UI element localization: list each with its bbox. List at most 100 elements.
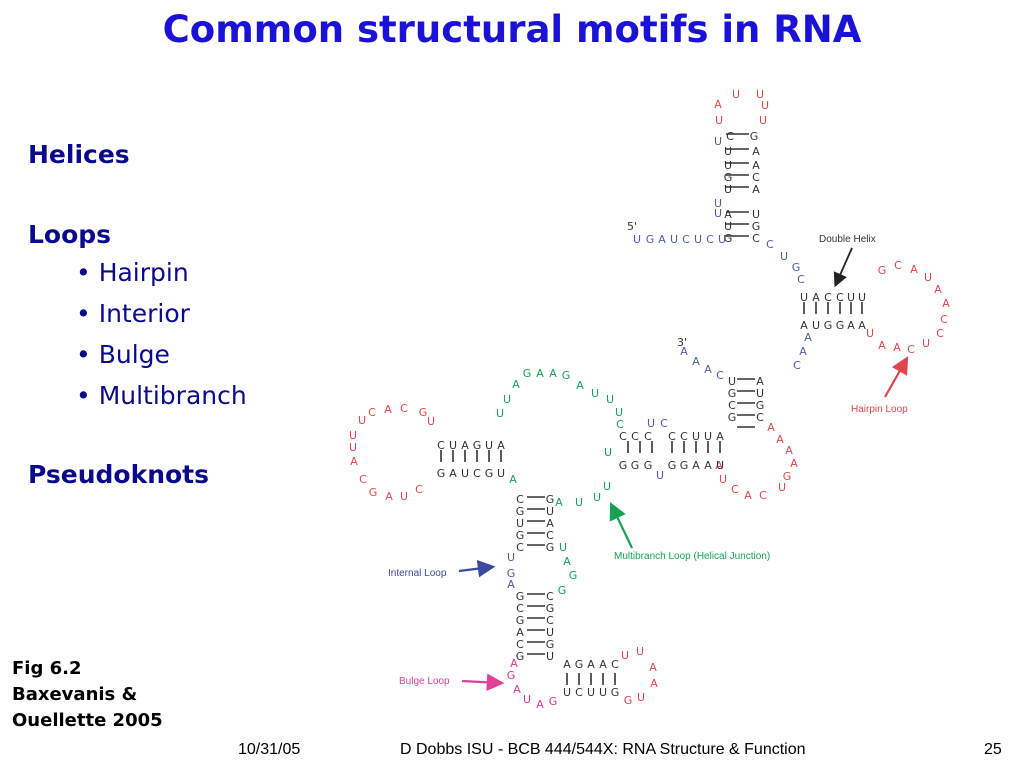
nucleotide: U xyxy=(615,406,623,419)
nucleotide: A xyxy=(650,677,658,690)
nucleotide: A xyxy=(461,439,469,452)
nucleotide: G xyxy=(680,459,689,472)
nucleotide: A xyxy=(714,98,722,111)
nucleotide: U xyxy=(349,441,357,454)
nucleotide: C xyxy=(473,467,481,480)
nucleotide: A xyxy=(510,657,518,670)
nucleotide: G xyxy=(546,638,555,651)
figure-ref-line: Ouellette 2005 xyxy=(12,710,163,731)
nucleotide: A xyxy=(752,145,760,158)
nucleotide: A xyxy=(576,379,584,392)
nucleotide: U xyxy=(587,686,595,699)
nucleotide: A xyxy=(350,455,358,468)
nucleotide: C xyxy=(756,411,764,424)
nucleotide: A xyxy=(509,473,517,486)
nucleotide: U xyxy=(599,686,607,699)
nucleotide: C xyxy=(516,602,524,615)
nucleotide: C xyxy=(644,430,652,443)
nucleotide: G xyxy=(507,669,516,682)
nucleotide: U xyxy=(575,496,583,509)
nucleotide: C xyxy=(728,399,736,412)
nucleotide: G xyxy=(516,614,525,627)
nucleotide: G xyxy=(619,459,628,472)
nucleotide: U xyxy=(714,197,722,210)
nucleotide: C xyxy=(616,418,624,431)
nucleotide: A xyxy=(497,439,505,452)
nucleotide: G xyxy=(724,171,733,184)
nucleotide: A xyxy=(790,457,798,470)
nucleotide: U xyxy=(603,480,611,493)
nucleotide: G xyxy=(644,459,653,472)
nucleotide: U xyxy=(358,414,366,427)
nucleotide: U xyxy=(507,551,515,564)
base-pair-bonds xyxy=(440,133,863,685)
nucleotide: U xyxy=(780,250,788,263)
three-prime-label: 3' xyxy=(677,336,687,349)
nucleotide: A xyxy=(799,345,807,358)
nucleotide: A xyxy=(599,658,607,671)
nucleotide: A xyxy=(804,331,812,344)
nucleotide: U xyxy=(866,327,874,340)
nucleotide: G xyxy=(369,486,378,499)
nucleotide: G xyxy=(546,541,555,554)
nucleotide: A xyxy=(516,626,524,639)
nucleotide: C xyxy=(400,402,408,415)
nucleotide: U xyxy=(591,387,599,400)
nucleotide: A xyxy=(507,578,515,591)
nucleotide: C xyxy=(726,130,734,143)
nucleotide: G xyxy=(546,493,555,506)
nucleotide: G xyxy=(485,467,494,480)
nucleotide: U xyxy=(924,271,932,284)
nucleotide: A xyxy=(878,339,886,352)
nucleotide: U xyxy=(497,467,505,480)
nucleotide: C xyxy=(631,430,639,443)
nucleotide: C xyxy=(415,483,423,496)
slide-title: Common structural motifs in RNA xyxy=(162,8,862,51)
nucleotide: G xyxy=(878,264,887,277)
pseudoknots-heading: Pseudoknots xyxy=(28,460,210,489)
nucleotide: U xyxy=(656,469,664,482)
nucleotide: G xyxy=(516,529,525,542)
nucleotide: C xyxy=(359,473,367,486)
nucleotide: G xyxy=(546,602,555,615)
nucleotide: U xyxy=(523,693,531,706)
nucleotide: U xyxy=(724,159,732,172)
nucleotide: U xyxy=(546,505,554,518)
nucleotide: U xyxy=(485,439,493,452)
nucleotide: U xyxy=(728,375,736,388)
nucleotide: G xyxy=(783,470,792,483)
nucleotide: G xyxy=(792,261,801,274)
nucleotide: G xyxy=(569,569,578,582)
nucleotide: A xyxy=(716,430,724,443)
nucleotide: A xyxy=(715,459,723,472)
nucleotide: G xyxy=(558,584,567,597)
nucleotide: A xyxy=(910,263,918,276)
nucleotide: A xyxy=(536,698,544,711)
nucleotide: G xyxy=(549,695,558,708)
nucleotide: U xyxy=(349,429,357,442)
nucleotide: A xyxy=(680,345,688,358)
nucleotide: C xyxy=(706,233,714,246)
nucleotide: G xyxy=(724,232,733,245)
nucleotide: U xyxy=(847,291,855,304)
nucleotide: G xyxy=(824,319,833,332)
nucleotide: G xyxy=(752,220,761,233)
nucleotide: G xyxy=(750,130,759,143)
nucleotide: C xyxy=(575,686,583,699)
nucleotide: C xyxy=(894,259,902,272)
nucleotide: C xyxy=(907,343,915,356)
nucleotide: A xyxy=(658,233,666,246)
nucleotide: G xyxy=(575,658,584,671)
nucleotide: C xyxy=(516,493,524,506)
nucleotide: G xyxy=(473,439,482,452)
nucleotide: U xyxy=(647,417,655,430)
nucleotide: C xyxy=(731,483,739,496)
footer-page-number: 25 xyxy=(984,741,1002,758)
nucleotide: U xyxy=(761,99,769,112)
nucleotide: U xyxy=(714,207,722,220)
nucleotide: C xyxy=(682,233,690,246)
nucleotide: U xyxy=(516,517,524,530)
internal-loop-arrow xyxy=(458,559,496,578)
nucleotide: C xyxy=(836,291,844,304)
